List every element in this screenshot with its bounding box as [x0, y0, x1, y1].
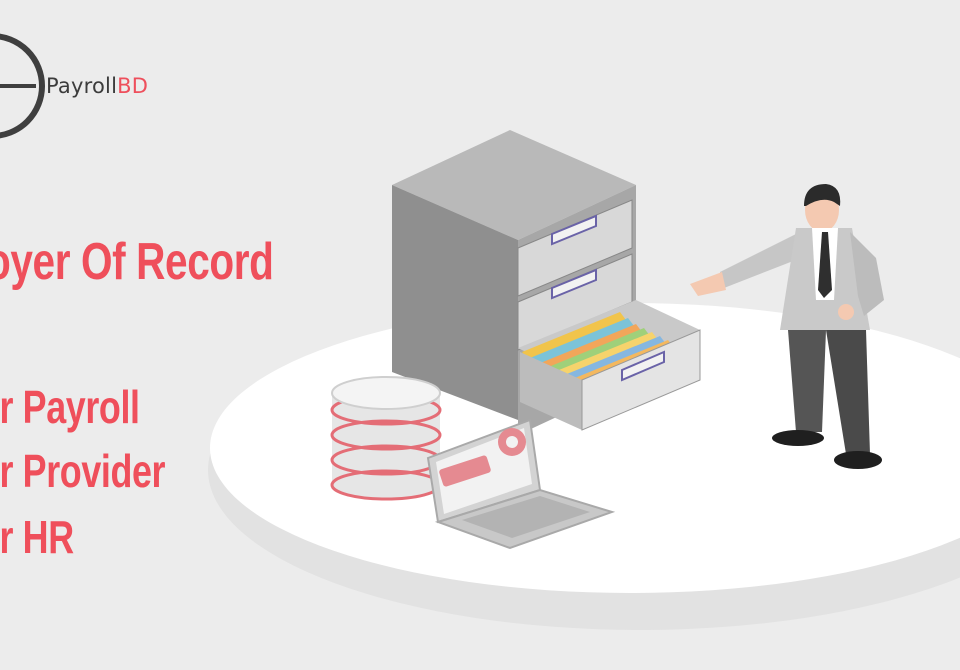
logo-ring-icon [0, 33, 45, 139]
tagline-payroll: or Payroll [0, 381, 140, 433]
brand-logo[interactable]: PayrollBD [46, 74, 148, 98]
file-cabinet-icon [392, 130, 701, 435]
tagline-hr: or HR [0, 511, 74, 563]
businessman-icon [690, 184, 884, 469]
brand-name-part1: Payroll [46, 74, 118, 98]
brand-name-part2: BD [117, 74, 149, 98]
headline: oyer Of Record [0, 233, 274, 291]
database-icon [330, 376, 442, 501]
tagline-provider: or Provider [0, 445, 166, 497]
laptop-icon [426, 418, 616, 550]
